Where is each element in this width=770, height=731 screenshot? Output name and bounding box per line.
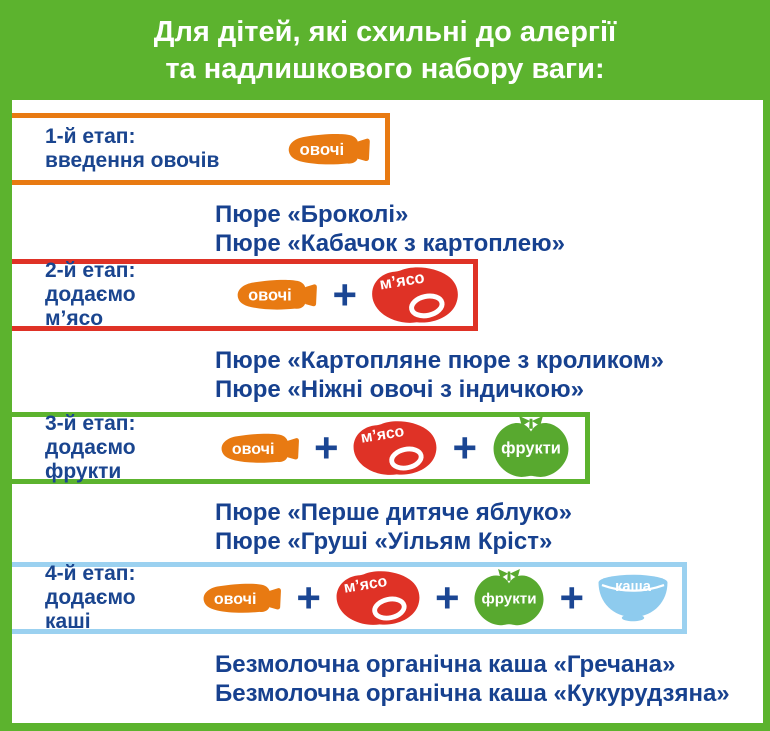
carrot-label: овочі: [249, 286, 293, 304]
stage-3-badges: овочі + м’ясо + фрукти: [218, 416, 573, 480]
plus-sign: +: [332, 271, 357, 318]
stage-1-label-line2: введення овочів: [45, 149, 220, 172]
meat-icon: м’ясо: [369, 265, 461, 325]
stage-3-box: 3-й етап: додаємо фрукти овочі + м’ясо: [12, 412, 590, 484]
stage-1-label: 1-й етап: введення овочів: [12, 125, 219, 173]
stage-4-label-line1: 4-й етап:: [45, 562, 136, 585]
content-panel: 1-й етап: введення овочів овочі Пюре «Бр…: [12, 100, 763, 723]
stage-4-label-line2: додаємо: [45, 586, 136, 609]
product-item: Безмолочна органічна каша «Гречана»: [215, 651, 676, 678]
stage-3-label-line2: додаємо: [45, 436, 136, 459]
product-item: Пюре «Ніжні овочі з індичкою»: [215, 376, 584, 403]
stage-2-label-line1: 2-й етап:: [45, 259, 136, 282]
carrot-label: овочі: [232, 439, 275, 457]
stage-2-products: Пюре «Картопляне пюре з кроликом» Пюре «…: [215, 346, 664, 404]
stage-4-box: 4-й етап: додаємо каші овочі + м’ясо +: [12, 562, 687, 634]
stage-3-label-line1: 3-й етап:: [45, 412, 136, 435]
meat-label: м’ясо: [343, 573, 389, 597]
product-item: Безмолочна органічна каша «Кукурудзяна»: [215, 680, 730, 707]
stage-3-label-line3: фрукти: [45, 460, 122, 483]
fruits-label: фрукти: [482, 590, 537, 607]
stage-4-label: 4-й етап: додаємо каші: [12, 562, 136, 634]
stage-4-label-line3: каші: [45, 610, 91, 633]
carrot-icon: овочі: [218, 429, 302, 468]
page-title-line1: Для дітей, які схильні до алергії: [153, 16, 617, 48]
stage-2-label: 2-й етап: додаємо м’ясо: [12, 259, 136, 331]
stage-1-label-line1: 1-й етап:: [45, 125, 136, 148]
stage-2-label-line3: м’ясо: [45, 307, 104, 330]
bowl-icon: каша: [596, 573, 670, 623]
plus-sign: +: [434, 574, 460, 621]
stage-2-box: 2-й етап: додаємо м’ясо овочі + м’ясо: [12, 259, 478, 331]
stage-4-products: Безмолочна органічна каша «Гречана» Безм…: [215, 650, 730, 708]
apple-icon: фрукти: [471, 568, 547, 628]
stage-3-products: Пюре «Перше дитяче яблуко» Пюре «Груші «…: [215, 498, 572, 556]
meat-label: м’ясо: [360, 423, 406, 447]
product-item: Пюре «Груші «Уільям Кріст»: [215, 528, 553, 555]
carrot-label: овочі: [299, 140, 344, 159]
meat-icon: м’ясо: [350, 419, 440, 477]
plus-sign: +: [559, 574, 584, 621]
stage-2-badges: овочі + м’ясо: [234, 264, 461, 326]
plus-sign: +: [296, 574, 321, 621]
carrot-icon: овочі: [234, 275, 320, 315]
product-item: Пюре «Картопляне пюре з кроликом»: [215, 347, 664, 374]
stage-3-label: 3-й етап: додаємо фрукти: [12, 412, 136, 484]
page-title-line2: та надлишкового набору ваги:: [165, 53, 605, 85]
plus-sign: +: [313, 424, 339, 471]
plus-sign: +: [452, 424, 477, 471]
carrot-icon: овочі: [200, 579, 284, 618]
apple-icon: фрукти: [489, 416, 573, 480]
product-item: Пюре «Перше дитяче яблуко»: [215, 499, 572, 526]
carrot-label: овочі: [214, 589, 257, 607]
stage-1-badges: овочі: [285, 118, 373, 180]
stage-1-products: Пюре «Броколі» Пюре «Кабачок з картоплею…: [215, 200, 565, 258]
meat-icon: м’ясо: [333, 569, 423, 627]
stage-2-label-line2: додаємо: [45, 283, 136, 306]
porridge-label: каша: [615, 579, 652, 595]
fruits-label: фрукти: [501, 439, 561, 457]
page-title: Для дітей, які схильні до алергії та над…: [0, 0, 770, 100]
product-item: Пюре «Броколі»: [215, 201, 409, 228]
stage-4-badges: овочі + м’ясо + фрукти: [200, 567, 670, 629]
carrot-icon: овочі: [285, 129, 373, 170]
product-item: Пюре «Кабачок з картоплею»: [215, 230, 565, 257]
stage-1-box: 1-й етап: введення овочів овочі: [12, 113, 390, 185]
